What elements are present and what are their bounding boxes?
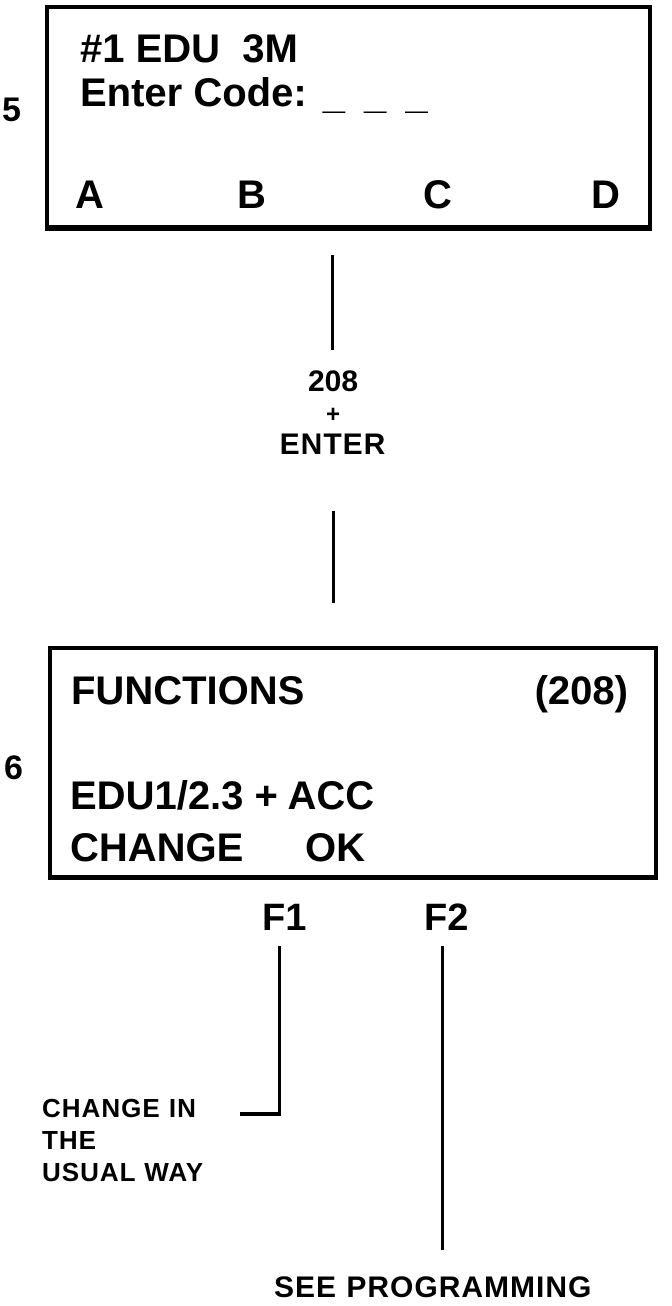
display-line-account: #1 EDU 3M (80, 27, 298, 71)
step-6-label: 6 (4, 749, 23, 787)
display-line-edu-setting: EDU1/2.3 + ACC (70, 774, 375, 818)
softkey-c-label: C (423, 173, 452, 217)
lcd-screen-5: #1 EDU 3M Enter Code: _ _ _ A B C D (45, 5, 652, 231)
f1-annotation-line3: USUAL WAY (42, 1157, 205, 1187)
lcd-screen-6: FUNCTIONS (208) EDU1/2.3 + ACC CHANGE OK (48, 646, 658, 880)
connector-line-bottom (332, 511, 335, 603)
connector-line-top (331, 255, 334, 350)
f1-callout-elbow (240, 1112, 281, 1116)
f1-annotation-line1: CHANGE IN (42, 1093, 197, 1123)
f2-key-label: F2 (424, 897, 469, 939)
softkey-d-label: D (591, 173, 620, 217)
softkey-a-label: A (75, 173, 104, 217)
code-entry-blanks: _ _ _ (322, 73, 432, 117)
connector-plus-sign: + (325, 401, 340, 428)
f1-key-label: F1 (262, 897, 307, 939)
step-5-label: 5 (2, 91, 21, 129)
softkey-change-label: CHANGE (70, 826, 244, 870)
f2-annotation: SEE PROGRAMMING (274, 1271, 593, 1304)
enter-code-label: Enter Code: (80, 71, 307, 115)
display-line-enter-code: Enter Code: _ _ _ (80, 71, 432, 117)
connector-enter-key-label: ENTER (279, 428, 387, 461)
softkey-b-label: B (237, 173, 266, 217)
f2-callout-line (441, 946, 444, 1250)
f1-callout-line (278, 946, 281, 1116)
f1-annotation-line2: THE (42, 1125, 97, 1155)
f1-annotation: CHANGE IN THE USUAL WAY (42, 1092, 204, 1188)
softkey-ok-label: OK (305, 826, 365, 870)
connector-code-value: 208 (307, 365, 359, 398)
code-reference: (208) (534, 669, 628, 713)
functions-title: FUNCTIONS (71, 669, 305, 713)
